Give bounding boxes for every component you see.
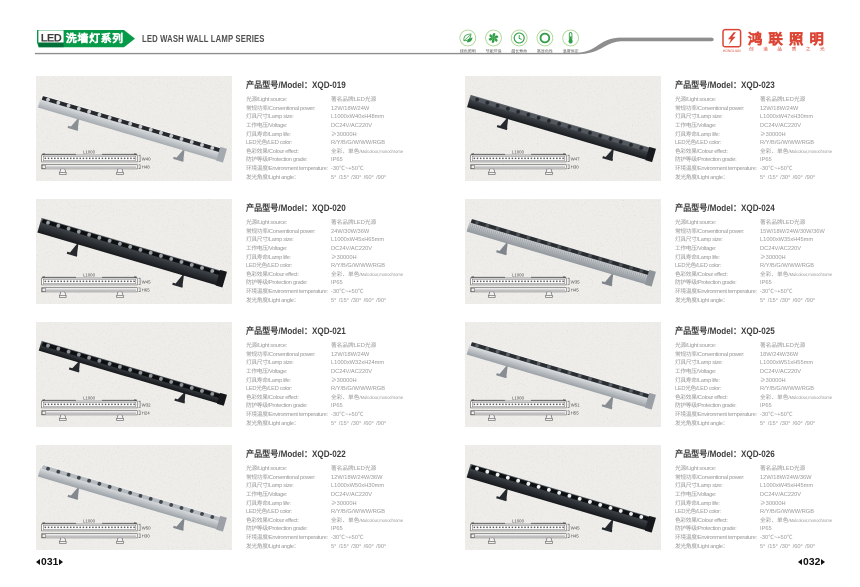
svg-text:温度恒定: 温度恒定 (563, 48, 579, 54)
svg-text:W50: W50 (142, 525, 152, 530)
svg-text:W35: W35 (571, 279, 581, 284)
svg-text:H30: H30 (142, 534, 151, 539)
svg-text:超长寿命: 超长寿命 (511, 48, 527, 54)
svg-text:创造品质之光: 创造品质之光 (749, 47, 834, 53)
svg-text:L1000: L1000 (83, 518, 96, 523)
svg-text:节能环保: 节能环保 (486, 48, 502, 54)
svg-text:H45: H45 (571, 534, 580, 539)
svg-text:H45: H45 (571, 288, 580, 293)
svg-text:H24: H24 (142, 411, 151, 416)
svg-text:W32: W32 (142, 402, 152, 407)
svg-text:W51: W51 (571, 402, 581, 407)
svg-text:H55: H55 (571, 411, 580, 416)
svg-text:L1000: L1000 (512, 395, 525, 400)
svg-text:H30: H30 (571, 165, 580, 170)
svg-text:H48: H48 (142, 165, 151, 170)
svg-text:W45: W45 (571, 525, 581, 530)
svg-text:W47: W47 (571, 156, 581, 161)
svg-text:鸿联照明: 鸿联照明 (748, 28, 830, 49)
svg-text:高显色性: 高显色性 (537, 48, 553, 54)
svg-text:HONGLIAN: HONGLIAN (723, 49, 741, 53)
svg-text:LED: LED (41, 32, 62, 44)
svg-text:洗墙灯系列: 洗墙灯系列 (66, 30, 124, 46)
svg-text:L1000: L1000 (512, 518, 525, 523)
svg-text:L1000: L1000 (512, 272, 525, 277)
svg-text:W40: W40 (142, 156, 152, 161)
svg-text:H65: H65 (142, 288, 151, 293)
svg-text:L1000: L1000 (83, 149, 96, 154)
svg-text:L1000: L1000 (512, 149, 525, 154)
svg-text:W45: W45 (142, 279, 152, 284)
svg-text:L1000: L1000 (83, 272, 96, 277)
svg-text:L1000: L1000 (83, 395, 96, 400)
svg-text:绿色照明: 绿色照明 (460, 48, 476, 54)
